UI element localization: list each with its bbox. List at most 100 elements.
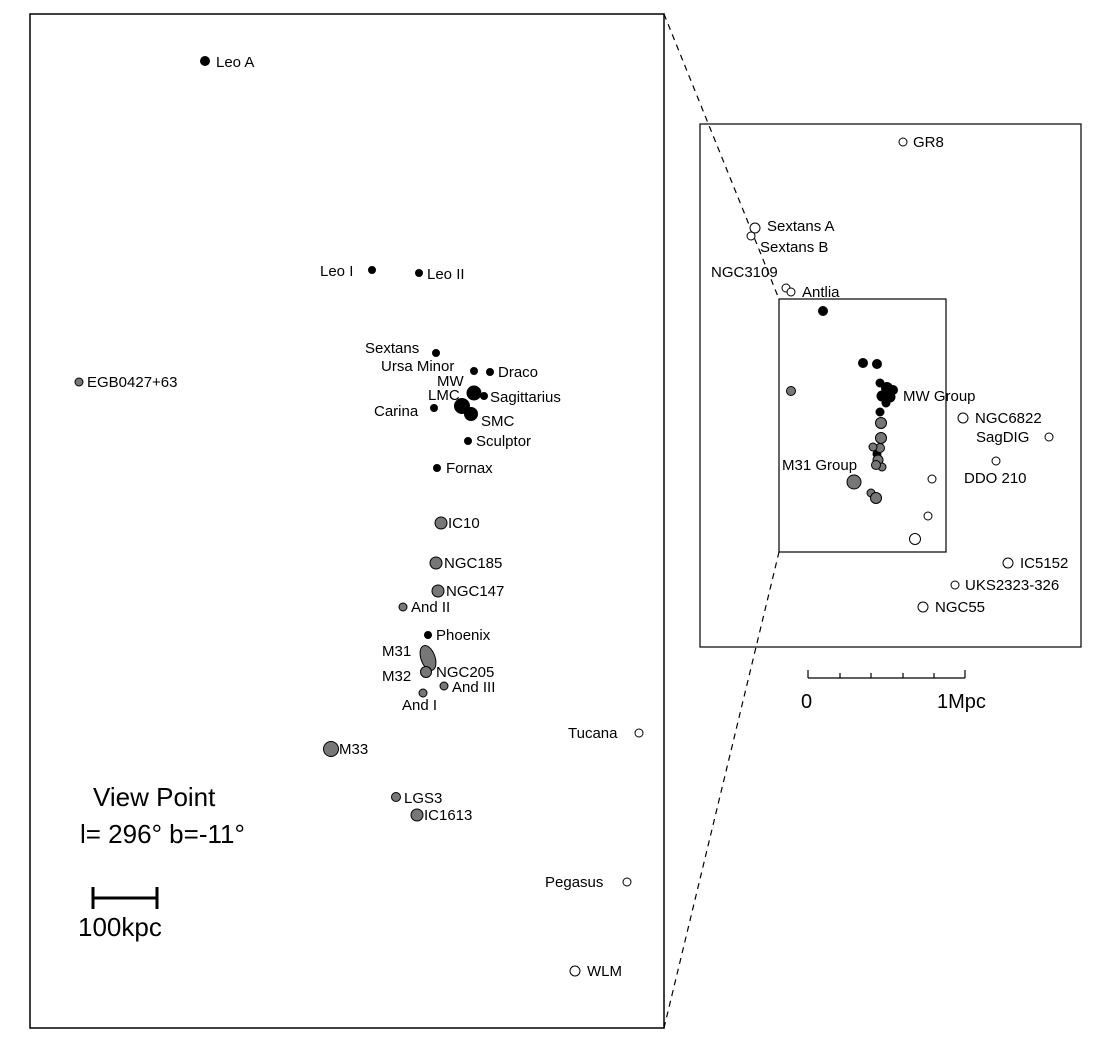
scale-zero-label: 0 [801, 691, 812, 713]
galaxy-label: IC1613 [424, 807, 472, 824]
galaxy-marker [818, 306, 828, 316]
galaxy-marker [466, 385, 482, 401]
galaxy-marker [957, 412, 969, 424]
galaxy-marker [746, 231, 756, 241]
galaxy-label: NGC185 [444, 555, 502, 572]
galaxy-marker [846, 474, 862, 490]
galaxy-label: M32 [382, 668, 411, 685]
galaxy-marker [917, 601, 929, 613]
galaxy-label: M31 [382, 643, 411, 660]
galaxy-label: And III [452, 679, 495, 696]
galaxy-marker [875, 407, 885, 417]
viewpoint-coords: l= 296° b=-11° [80, 819, 245, 849]
galaxy-label: Sculptor [476, 433, 531, 450]
galaxy-label: And II [411, 599, 450, 616]
galaxy-marker [875, 432, 887, 444]
inset-zoom-box [778, 298, 947, 553]
galaxy-label: Sextans A [767, 218, 835, 235]
galaxy-label: Tucana [568, 725, 618, 742]
galaxy-label: EGB0427+63 [87, 374, 178, 391]
viewpoint-title: View Point [93, 782, 216, 812]
galaxy-marker [432, 349, 440, 357]
galaxy-label: Carina [374, 403, 419, 420]
galaxy-label: NGC55 [935, 599, 985, 616]
galaxy-label: WLM [587, 963, 622, 980]
galaxy-marker [74, 377, 84, 387]
galaxy-marker [434, 516, 448, 530]
inset-mw-group-cluster [818, 306, 898, 459]
galaxy-label: Pegasus [545, 874, 603, 891]
galaxy-label: Fornax [446, 460, 493, 477]
galaxy-marker [927, 474, 937, 484]
galaxy-marker [430, 404, 438, 412]
connector-top [663, 13, 780, 300]
galaxy-marker [420, 666, 432, 678]
galaxy-label: Leo I [320, 263, 353, 280]
galaxy-label: NGC6822 [975, 410, 1042, 427]
connector-bottom [663, 551, 780, 1029]
scale-end-label: 1Mpc [937, 691, 986, 713]
inset-panel-frame [699, 123, 1082, 648]
galaxy-marker [786, 386, 796, 396]
galaxy-marker [868, 442, 878, 452]
galaxy-marker [398, 602, 408, 612]
galaxy-label: NGC147 [446, 583, 504, 600]
galaxy-marker [391, 792, 401, 802]
galaxy-marker [569, 965, 581, 977]
galaxy-label: SMC [481, 413, 515, 430]
galaxy-marker [415, 269, 423, 277]
galaxy-label: Leo A [216, 54, 254, 71]
galaxy-label: GR8 [913, 134, 944, 151]
galaxy-label: M33 [339, 741, 368, 758]
galaxy-marker [480, 392, 488, 400]
galaxy-marker [429, 556, 443, 570]
galaxy-marker [486, 368, 494, 376]
galaxy-marker [410, 808, 424, 822]
galaxy-label: NGC3109 [711, 264, 778, 281]
galaxy-marker [870, 492, 882, 504]
main-galaxies: Leo A Leo I Leo II EGB0427+63 Sextans Ur… [74, 54, 644, 980]
galaxy-label: MW [437, 373, 464, 390]
galaxy-marker [368, 266, 376, 274]
galaxy-marker [950, 580, 960, 590]
galaxy-marker [418, 688, 428, 698]
galaxy-marker [634, 728, 644, 738]
galaxy-marker [875, 417, 887, 429]
galaxy-label: DDO 210 [964, 470, 1027, 487]
galaxy-marker [1002, 557, 1014, 569]
galaxy-marker [991, 456, 1001, 466]
galaxy-marker [909, 533, 921, 545]
scale-bar-label: 100kpc [78, 912, 162, 942]
galaxy-marker [433, 464, 441, 472]
inset-m31-group-cluster [786, 386, 887, 504]
galaxy-marker [200, 56, 210, 66]
inset-isolated-galaxies: GR8 Sextans A Sextans B NGC3109 Antlia N… [711, 134, 1068, 616]
galaxy-marker [871, 460, 881, 470]
galaxy-label: LMC [428, 387, 460, 404]
galaxy-marker [858, 358, 868, 368]
galaxy-marker [923, 511, 933, 521]
galaxy-marker [464, 437, 472, 445]
galaxy-marker [872, 359, 882, 369]
galaxy-marker [439, 681, 449, 691]
galaxy-label: Sagittarius [490, 389, 561, 406]
galaxy-label: SagDIG [976, 429, 1029, 446]
galaxy-label: Draco [498, 364, 538, 381]
galaxy-marker [898, 137, 908, 147]
galaxy-marker [881, 398, 891, 408]
galaxy-label: Phoenix [436, 627, 491, 644]
galaxy-label: IC10 [448, 515, 480, 532]
galaxy-label: Sextans B [760, 239, 828, 256]
scale-bar-100kpc [91, 887, 159, 909]
galaxy-label: LGS3 [404, 790, 442, 807]
galaxy-marker [419, 645, 437, 671]
galaxy-marker [431, 584, 445, 598]
galaxy-label: UKS2323-326 [965, 577, 1059, 594]
m31-group-label: M31 Group [782, 457, 857, 474]
galaxy-label: IC5152 [1020, 555, 1068, 572]
galaxy-marker [470, 367, 478, 375]
galaxy-label: And I [402, 697, 437, 714]
galaxy-label: Ursa Minor [381, 358, 454, 375]
galaxy-marker [323, 741, 339, 757]
